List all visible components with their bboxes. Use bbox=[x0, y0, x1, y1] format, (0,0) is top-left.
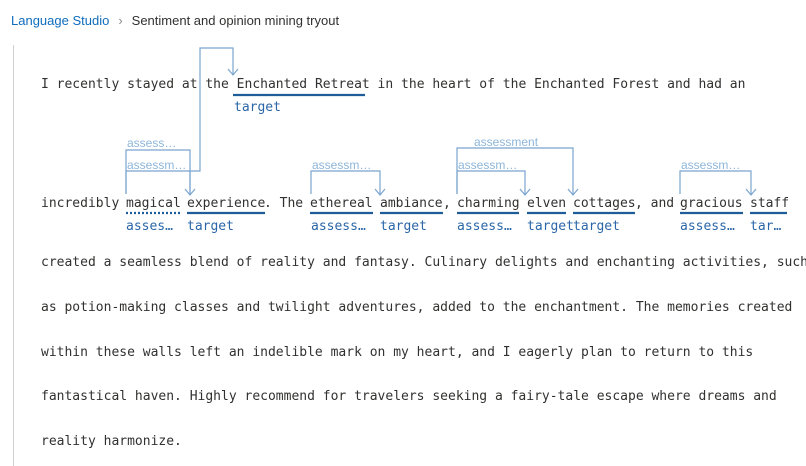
assessment-arc-label[interactable]: assessm… bbox=[458, 158, 518, 172]
review-line: fantastical haven. Highly recommend for … bbox=[41, 389, 777, 404]
chevron-right-icon: › bbox=[118, 13, 123, 28]
target-cottages[interactable]: cottages bbox=[573, 196, 636, 211]
arrowhead-icon bbox=[519, 188, 531, 196]
result-panel-border bbox=[13, 45, 14, 466]
text-segment: in the heart of the Enchanted Forest and… bbox=[369, 77, 746, 92]
assessment-arc-label[interactable]: assessment bbox=[474, 135, 539, 149]
assessment-label[interactable]: assess… bbox=[457, 219, 512, 234]
assessment-arc-label[interactable]: assess… bbox=[127, 136, 177, 150]
assessment-label[interactable]: assess… bbox=[680, 219, 735, 234]
target-ambiance[interactable]: ambiance bbox=[380, 196, 443, 211]
review-line: reality harmonize. bbox=[41, 434, 182, 449]
assessment-arc-label[interactable]: assessm… bbox=[312, 158, 372, 172]
text-segment: I recently stayed at the bbox=[41, 77, 237, 92]
assessment-ethereal[interactable]: ethereal bbox=[310, 196, 373, 211]
breadcrumb: Language Studio › Sentiment and opinion … bbox=[11, 13, 339, 28]
review-line: within these walls left an indelible mar… bbox=[41, 345, 754, 360]
assessment-arc-label[interactable]: assessm… bbox=[127, 158, 187, 172]
target-experience[interactable]: experience bbox=[187, 196, 266, 211]
connector-magical-outer bbox=[125, 149, 191, 194]
arrowhead-icon bbox=[184, 188, 196, 196]
connector-gracious bbox=[679, 170, 752, 194]
assessment-gracious[interactable]: gracious bbox=[680, 196, 743, 211]
target-label[interactable]: target bbox=[234, 100, 281, 115]
connector-to-enchanted-retreat bbox=[190, 47, 234, 172]
connector-charming-inner bbox=[456, 170, 526, 194]
arrowhead-icon bbox=[227, 68, 239, 76]
target-label[interactable]: target bbox=[187, 219, 234, 234]
target-elven[interactable]: elven bbox=[527, 196, 567, 211]
assessment-label[interactable]: assess… bbox=[311, 219, 366, 234]
connector-magical-inner bbox=[125, 170, 191, 194]
target-label[interactable]: tar… bbox=[750, 219, 782, 234]
target-label[interactable]: target bbox=[573, 219, 620, 234]
breadcrumb-language-studio-link[interactable]: Language Studio bbox=[11, 13, 110, 28]
target-label[interactable]: target bbox=[380, 219, 427, 234]
assessment-charming[interactable]: charming bbox=[457, 196, 520, 211]
breadcrumb-current-page: Sentiment and opinion mining tryout bbox=[131, 13, 340, 28]
assessment-arc-label[interactable]: assessm… bbox=[681, 158, 741, 172]
review-line: created a seamless blend of reality and … bbox=[41, 255, 806, 270]
review-line: as potion-making classes and twilight ad… bbox=[41, 300, 793, 315]
text-segment: incredibly bbox=[41, 196, 120, 211]
arrowhead-icon bbox=[567, 188, 579, 196]
review-line-1: I recently stayed at the Enchanted Retre… bbox=[41, 77, 745, 93]
text-segment: , bbox=[443, 196, 451, 211]
text-segment: , and bbox=[635, 196, 675, 211]
arrowhead-icon bbox=[374, 188, 386, 196]
assessment-magical[interactable]: magical bbox=[126, 196, 181, 211]
connector-ethereal bbox=[310, 170, 381, 194]
assessment-label[interactable]: asses… bbox=[126, 219, 173, 234]
target-label[interactable]: target bbox=[527, 219, 574, 234]
target-staff[interactable]: staff bbox=[750, 196, 790, 211]
arrowhead-icon bbox=[745, 188, 757, 196]
text-segment: . The bbox=[264, 196, 304, 211]
target-enchanted-retreat[interactable]: Enchanted Retreat bbox=[236, 77, 370, 92]
